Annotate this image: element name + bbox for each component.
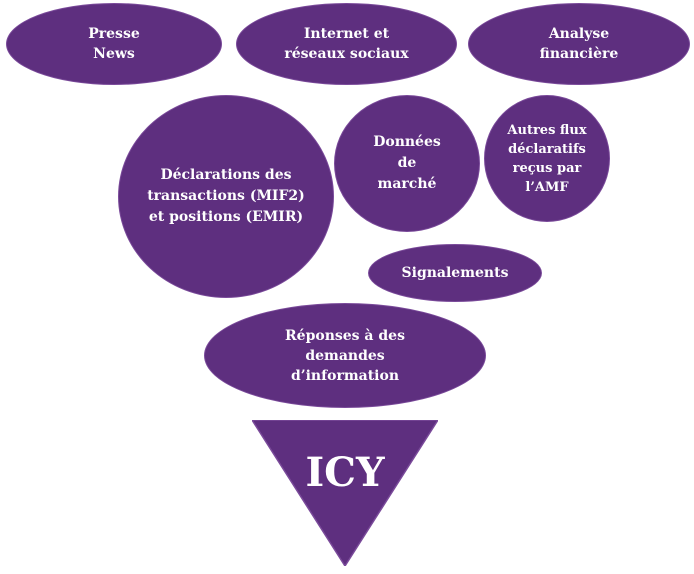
source-declarations: Déclarations des transactions (MIF2) et …: [118, 95, 334, 298]
source-presse-label: Presse News: [88, 26, 140, 62]
source-signalements-label: Signalements: [401, 265, 509, 281]
source-donnees-marche-label: Données de marché: [373, 134, 441, 192]
source-internet: Internet et réseaux sociaux: [236, 3, 457, 85]
source-autres-flux: Autres flux déclaratifs reçus par l’AMF: [484, 95, 610, 222]
source-internet-label: Internet et réseaux sociaux: [284, 26, 409, 62]
source-reponses-label: Réponses à des demandes d’information: [285, 327, 405, 384]
source-presse: Presse News: [6, 3, 222, 85]
source-signalements: Signalements: [368, 244, 542, 302]
source-declarations-label: Déclarations des transactions (MIF2) et …: [147, 167, 305, 225]
source-reponses: Réponses à des demandes d’information: [204, 303, 486, 408]
source-donnees-marche: Données de marché: [334, 95, 480, 232]
source-autres-flux-label: Autres flux déclaratifs reçus par l’AMF: [507, 122, 587, 195]
funnel-label-icy: ICY: [305, 449, 385, 496]
source-analyse-label: Analyse financière: [539, 26, 619, 62]
funnel-triangle: [252, 420, 438, 566]
source-analyse: Analyse financière: [468, 3, 690, 85]
